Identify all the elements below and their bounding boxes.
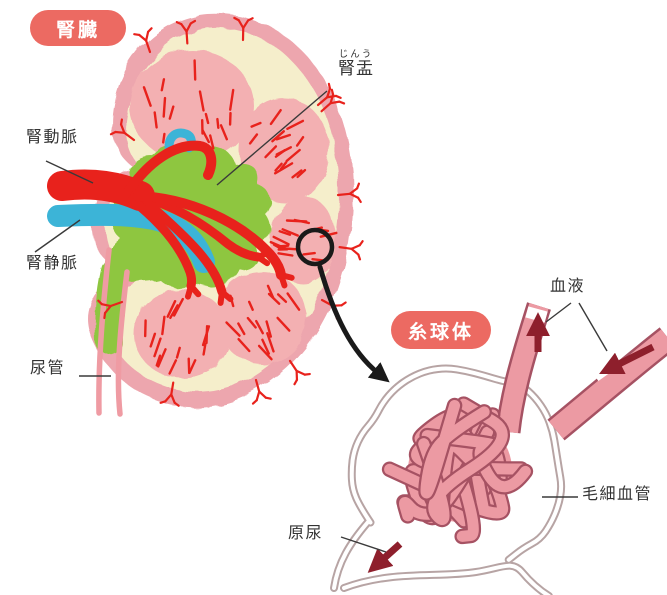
pointer-renal-vein: [34, 219, 81, 253]
pointer-renal-pelvis: [216, 90, 328, 186]
renal-pelvis-text: 腎盂: [338, 59, 374, 79]
pointer-lines: [34, 90, 608, 553]
vessel-open-ends: [525, 306, 613, 381]
kidney-badge: 腎臓: [30, 10, 126, 46]
vessel-twigs: [97, 16, 364, 407]
pointer-blood-left: [545, 302, 572, 323]
label-primary-urine: 原尿: [288, 525, 324, 542]
lobe-streaks: [142, 59, 338, 375]
zoom-arrow: [317, 264, 390, 383]
urine-out-arrow: [367, 541, 403, 573]
pointer-primary-urine: [340, 536, 387, 553]
label-capillary: 毛細血管: [582, 486, 653, 503]
label-ureter: 尿管: [30, 360, 66, 377]
label-renal-artery: 腎動脈: [26, 129, 79, 146]
capillary-tangle: [381, 396, 534, 545]
glomerulus-illustration: [330, 302, 667, 595]
magnifier-annotation: [295, 227, 390, 383]
kidney-illustration: [47, 13, 364, 417]
pointer-renal-artery: [45, 160, 94, 184]
renal-artery-shape: [47, 140, 295, 306]
glomerulus-badge: 糸球体: [391, 311, 491, 349]
renal-pelvis-furigana: じんう: [338, 49, 374, 60]
glomerulus-vessels: [495, 302, 667, 441]
label-renal-pelvis: じんう 腎盂: [326, 49, 386, 79]
label-blood: 血液: [550, 278, 586, 295]
zoom-circle: [295, 227, 335, 267]
label-renal-vein: 腎静脈: [26, 255, 79, 272]
pointer-blood-right: [578, 302, 608, 352]
bowman-capsule: [330, 364, 566, 595]
ureter-tubes: [96, 247, 130, 417]
blood-in-arrow: [599, 343, 655, 374]
